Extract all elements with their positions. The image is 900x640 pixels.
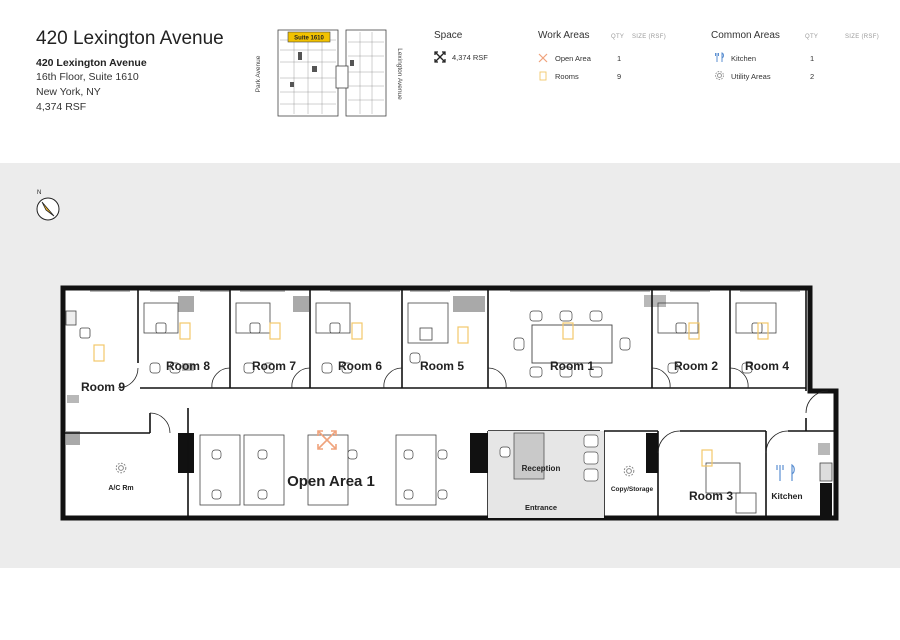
room-9-label: Room 9 (81, 380, 125, 394)
room-7-label: Room 7 (252, 359, 296, 373)
room-2-label: Room 2 (674, 359, 718, 373)
room-1-label: Room 1 (550, 359, 594, 373)
rooms-qty: 9 (617, 72, 622, 81)
open-area-qty: 1 (617, 54, 622, 63)
copy-storage-label: Copy/Storage (611, 486, 654, 493)
common-areas-heading: Common Areas (711, 30, 780, 41)
suite-highlight (287, 31, 331, 43)
room-3-marker (701, 449, 713, 467)
city-line: New York, NY (36, 86, 101, 98)
kitchen-icon (715, 52, 724, 62)
rooms-label: Rooms (555, 72, 579, 81)
page-title: 420 Lexington Avenue (36, 28, 224, 49)
room-6-marker (351, 322, 363, 340)
open-area-label: Open Area 1 (287, 473, 375, 490)
room-2-marker (688, 322, 700, 340)
space-heading: Space (434, 30, 463, 41)
reception-zone (488, 431, 604, 518)
room-icon (539, 71, 547, 81)
conference-table (531, 324, 613, 364)
chairs (149, 310, 753, 500)
furniture (65, 302, 833, 514)
floor-area (63, 288, 836, 518)
room-4-marker (757, 322, 769, 340)
lexington-avenue-label: Lexington Avenue (396, 48, 403, 100)
area-line: 4,374 RSF (36, 101, 87, 113)
work-areas-heading: Work Areas (538, 30, 590, 41)
room-1-marker (562, 322, 574, 340)
open-area-label: Open Area (555, 54, 591, 63)
compass-icon: N (36, 190, 60, 221)
common-size-header: SIZE (RSF) (845, 34, 879, 40)
open-area-marker-icon (317, 430, 337, 450)
open-area-icon (538, 53, 548, 63)
black-columns (178, 433, 832, 518)
room-9-marker (93, 344, 105, 362)
work-qty-header: QTY (611, 34, 625, 40)
kitchen-qty: 1 (810, 54, 815, 63)
common-qty-header: QTY (805, 34, 819, 40)
key-plan: Suite 1610 Park Avenue Lexington Avenue (255, 29, 403, 117)
ac-room-label: A/C Rm (108, 485, 133, 492)
room-3-label: Room 3 (689, 489, 733, 503)
kitchen-plan-icon (776, 463, 795, 481)
reception-label: Reception (522, 464, 561, 473)
outer-walls (60, 285, 839, 521)
building-name: 420 Lexington Avenue (36, 57, 147, 69)
ac-room-gear-icon (115, 462, 127, 474)
park-avenue-label: Park Avenue (255, 55, 262, 92)
kitchen-room-label: Kitchen (771, 491, 802, 501)
room-6-label: Room 6 (338, 359, 382, 373)
room-5-label: Room 5 (420, 359, 464, 373)
room-5-marker (457, 326, 469, 344)
utility-areas-qty: 2 (810, 72, 815, 81)
entrance-label: Entrance (525, 503, 557, 512)
space-size: 4,374 RSF (452, 53, 488, 62)
gear-icon (715, 71, 724, 80)
room-7-marker (269, 322, 281, 340)
expand-icon (434, 51, 446, 63)
floorplan: N (36, 190, 839, 521)
structural-columns (66, 296, 485, 445)
room-4-label: Room 4 (745, 359, 789, 373)
work-size-header: SIZE (RSF) (632, 34, 666, 40)
suite-tag: Suite 1610 (294, 36, 324, 42)
suite-line: 16th Floor, Suite 1610 (36, 71, 139, 83)
utility-areas-label: Utility Areas (731, 72, 771, 81)
copy-storage-gear-icon (623, 465, 635, 477)
room-8-label: Room 8 (166, 359, 210, 373)
room-8-marker (179, 322, 191, 340)
room-markers (93, 322, 769, 467)
kitchen-label: Kitchen (731, 54, 757, 63)
north-label: N (37, 190, 41, 196)
